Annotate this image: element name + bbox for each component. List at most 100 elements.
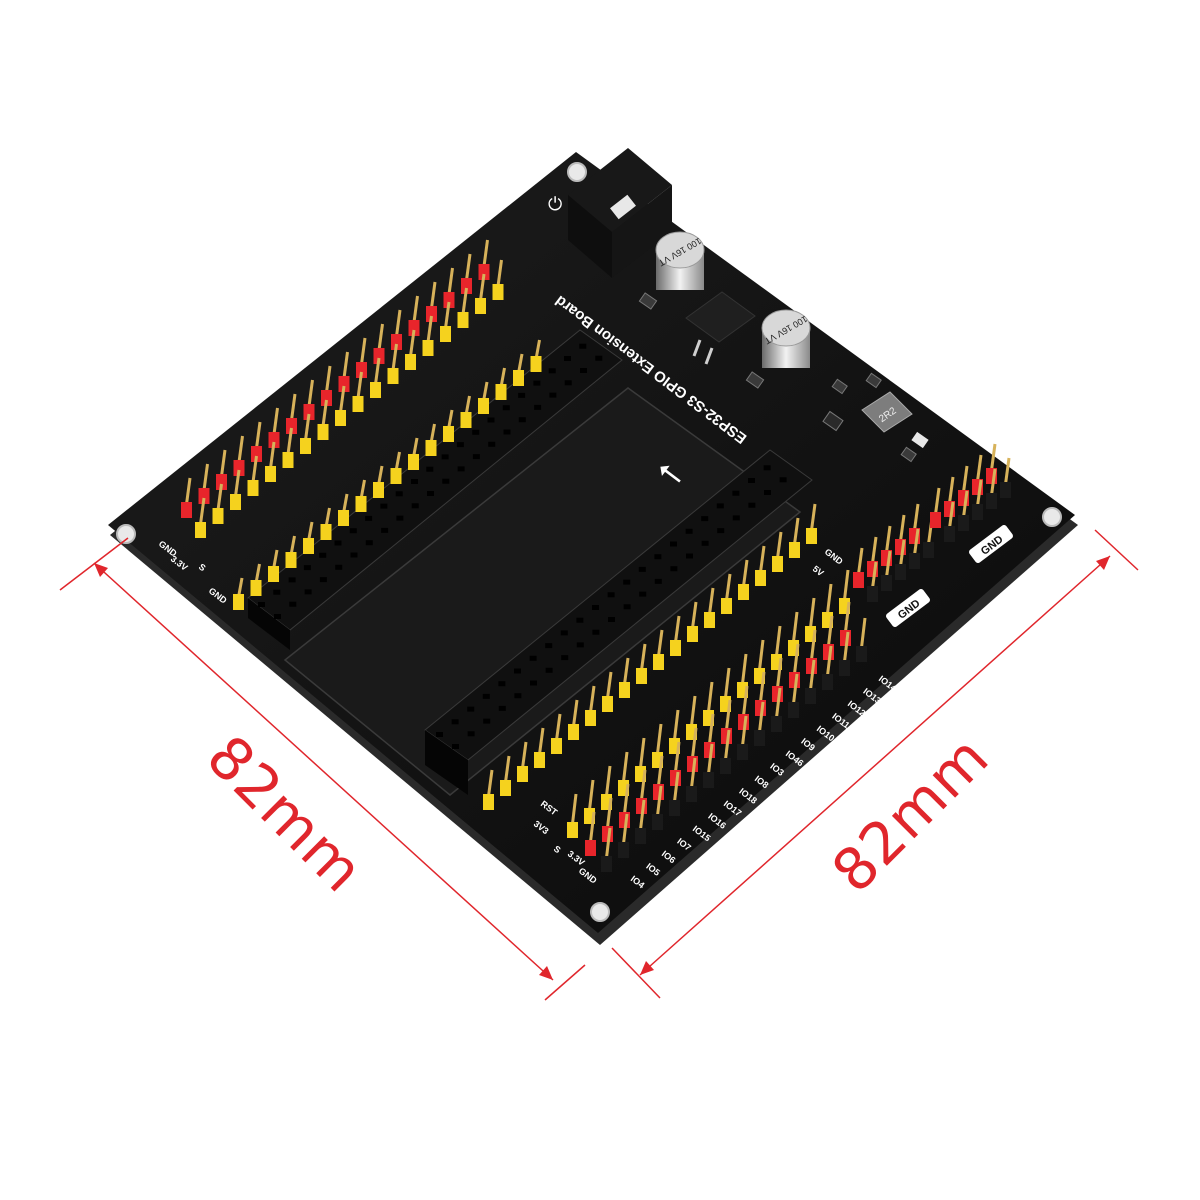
header-hole — [427, 491, 434, 496]
top-left-yellow-pin-base — [370, 382, 381, 398]
bottom-right-yellow-pin-base — [636, 668, 647, 684]
bottom-right-yellow-pin-base — [772, 556, 783, 572]
bottom-right-outer-black-pin-base — [839, 660, 850, 676]
header-hole — [623, 579, 631, 585]
header-hole — [592, 605, 599, 610]
header-hole — [498, 681, 506, 687]
pin-header-top-left-inner — [195, 259, 542, 610]
header-hole — [365, 540, 373, 546]
header-hole — [639, 591, 647, 597]
header-hole — [334, 540, 342, 546]
header-hole — [411, 503, 419, 509]
header-hole — [560, 630, 568, 636]
bottom-right-outer-yellow-pin-base — [788, 640, 799, 656]
header-hole — [502, 405, 510, 411]
gnd-header-1 — [853, 503, 934, 602]
header-hole — [701, 540, 709, 546]
bottom-right-outer-red-pin-base — [755, 700, 766, 716]
top-left-red-pin-base — [286, 418, 297, 434]
header-hole — [442, 478, 450, 484]
gnd1-black-pin-base — [895, 564, 906, 580]
top-left-red-pin-base — [426, 306, 437, 322]
top-left-yellow-pin-base — [212, 508, 224, 524]
header-hole — [472, 454, 480, 460]
bottom-right-yellow-pin-base — [568, 724, 579, 740]
bottom-right-yellow-pin-base — [806, 528, 817, 544]
header-hole — [303, 565, 311, 571]
header-hole — [748, 502, 756, 508]
header-hole — [518, 417, 526, 423]
top-left-yellow-pin-base — [387, 368, 399, 384]
header-hole — [670, 566, 678, 572]
bottom-right-yellow-pin-base — [500, 780, 511, 796]
header-hole — [349, 528, 357, 534]
bottom-right-yellow-pin-base — [551, 738, 562, 754]
bottom-right-outer-red-pin-base — [602, 826, 613, 842]
header-hole — [456, 442, 464, 448]
gnd-header-2 — [930, 443, 1011, 542]
header-hole — [273, 589, 281, 595]
female-header-right-side — [425, 730, 468, 795]
header-hole — [564, 380, 572, 386]
bottom-right-outer-yellow-pin-base — [652, 752, 663, 768]
header-hole — [748, 478, 755, 483]
female-header-left-side — [248, 598, 290, 650]
header-hole — [503, 429, 511, 435]
top-left-red-pin-base — [356, 362, 367, 378]
bottom-right-outer-red-pin-base — [738, 714, 749, 730]
header-hole — [576, 617, 584, 623]
header-hole — [274, 614, 281, 619]
bottom-right-yellow-pin-base — [653, 654, 664, 670]
bottom-right-outer-black-pin-base — [788, 702, 799, 718]
top-left-red-pin-base — [321, 390, 332, 406]
header-hole — [487, 417, 495, 423]
inner-yellow-pin-base — [320, 524, 332, 540]
header-hole — [467, 731, 475, 737]
inner-yellow-pin-base — [478, 398, 489, 414]
gnd2-red-pin-base — [972, 479, 983, 495]
pin-header-bottom-right-outer — [567, 569, 867, 872]
inner-yellow-pin-base — [390, 468, 402, 484]
gnd1-red-pin-base — [853, 572, 864, 588]
header-hole — [549, 392, 557, 398]
inner-yellow-pin-base — [250, 580, 262, 596]
top-left-yellow-pin-base — [230, 494, 241, 510]
dimension-line-left — [59, 537, 586, 1001]
gnd1-red-pin-base — [895, 539, 906, 555]
header-hole — [607, 592, 615, 598]
bottom-right-outer-red-pin-base — [704, 742, 715, 758]
header-hole — [548, 368, 556, 374]
header-hole — [595, 355, 603, 361]
female-header-right-holes — [436, 465, 787, 749]
bottom-right-outer-black-pin-base — [805, 688, 816, 704]
header-hole — [717, 528, 725, 534]
gnd2-red-pin-base — [958, 490, 969, 506]
capacitor-1: 100 16V VT — [655, 231, 705, 290]
bottom-right-outer-black-pin-base — [618, 842, 629, 858]
header-hole — [580, 368, 587, 373]
bottom-right-yellow-pin-base — [670, 640, 681, 656]
bottom-right-yellow-pin-base — [721, 598, 732, 614]
top-left-red-pin-base — [373, 348, 385, 364]
header-hole — [467, 706, 475, 712]
top-left-yellow-pin-base — [405, 354, 416, 370]
header-hole — [335, 564, 343, 570]
header-hole — [452, 744, 459, 749]
top-left-yellow-pin-base — [492, 284, 504, 300]
bottom-right-outer-black-pin-base — [720, 758, 731, 774]
bottom-right-outer-red-pin-base — [653, 784, 664, 800]
bottom-right-outer-yellow-pin-base — [584, 808, 595, 824]
dc-power-jack — [568, 148, 672, 278]
top-left-yellow-pin-base — [247, 480, 259, 496]
top-left-yellow-pin-base — [422, 340, 434, 356]
bottom-right-outer-yellow-pin-base — [669, 738, 680, 754]
top-left-yellow-pin-base — [317, 424, 329, 440]
gnd1-red-pin-base — [909, 528, 920, 544]
header-hole — [638, 566, 646, 572]
inner-yellow-pin-base — [495, 384, 507, 400]
top-left-red-pin-base — [408, 320, 420, 336]
gnd2-black-pin-base — [986, 493, 997, 509]
bottom-right-yellow-pin-base — [517, 766, 528, 782]
top-left-red-pin-base — [251, 446, 262, 462]
inner-yellow-pin-base — [513, 370, 524, 386]
